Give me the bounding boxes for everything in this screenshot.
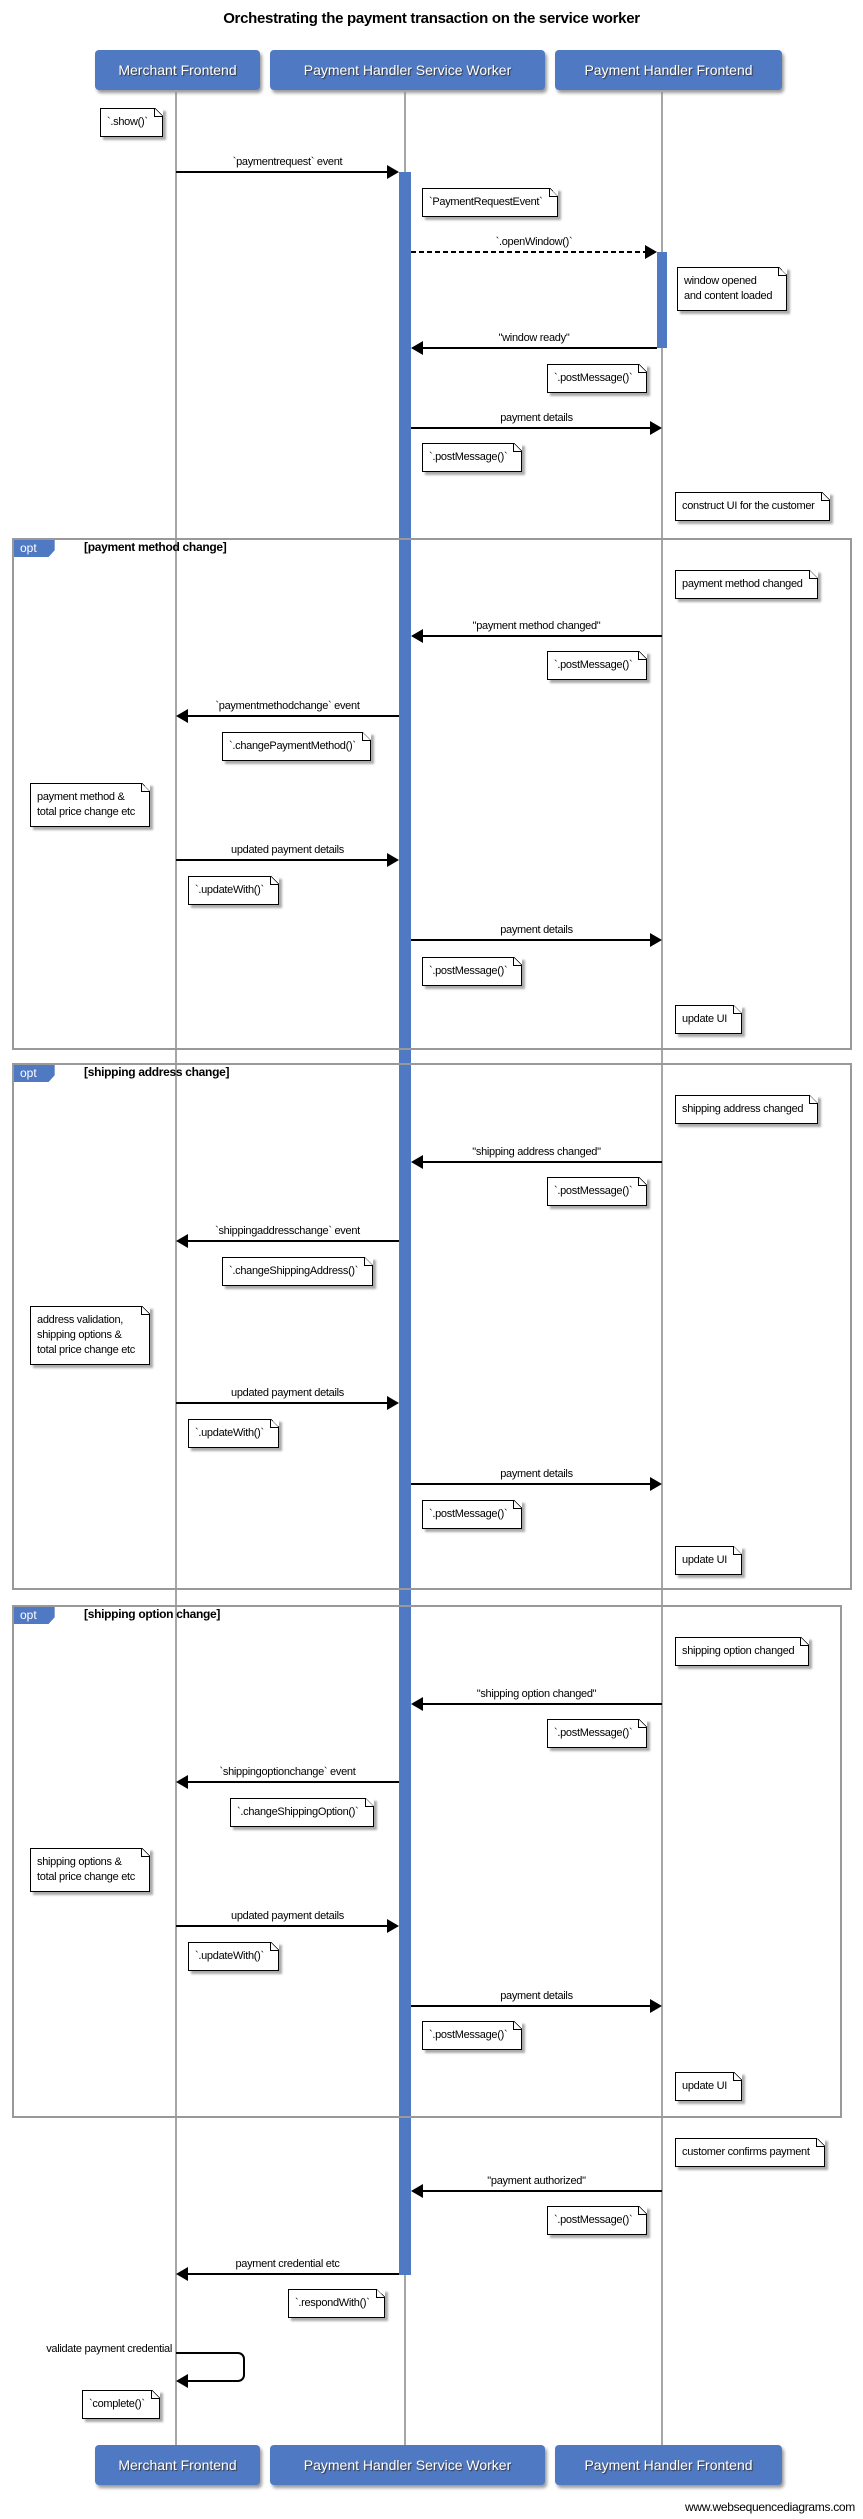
participant-merchant-frontend-bottom: Merchant Frontend [95, 2445, 260, 2485]
diagram-title: Orchestrating the payment transaction on… [223, 10, 640, 27]
message-label: updated payment details [231, 1387, 344, 1399]
note: `.postMessage()` [422, 957, 523, 986]
note: shipping options & total price change et… [30, 1848, 150, 1892]
note: address validation, shipping options & t… [30, 1306, 150, 1365]
self-message-line [176, 2352, 245, 2382]
opt-tag: opt [14, 1065, 55, 1082]
participant-service-worker-bottom: Payment Handler Service Worker [270, 2445, 545, 2485]
message-label: payment details [500, 1468, 573, 1480]
note: `PaymentRequestEvent` [422, 188, 558, 217]
participant-handler-frontend-bottom: Payment Handler Frontend [555, 2445, 782, 2485]
arrowhead [387, 1396, 399, 1410]
note: window opened and content loaded [677, 267, 788, 311]
note: `.postMessage()` [422, 443, 523, 472]
arrowhead [176, 2374, 188, 2388]
opt-fragment: opt [shipping option change] [12, 1605, 842, 2118]
message-label: updated payment details [231, 1910, 344, 1922]
arrowhead [176, 709, 188, 723]
participant-merchant-frontend-top: Merchant Frontend [95, 50, 260, 90]
message-label: `shippingaddresschange` event [215, 1225, 360, 1237]
arrowhead [387, 165, 399, 179]
note: `.postMessage()` [422, 1500, 523, 1529]
message-label: payment details [500, 924, 573, 936]
arrowhead [411, 1697, 423, 1711]
message-label: "payment authorized" [487, 2175, 586, 2187]
arrowhead [387, 1919, 399, 1933]
note: `.updateWith()` [188, 1419, 279, 1448]
message-label: "window ready" [498, 332, 570, 344]
note: `.updateWith()` [188, 876, 279, 905]
arrowhead [645, 245, 657, 259]
message-label: payment details [500, 412, 573, 424]
arrowhead [650, 421, 662, 435]
activation-bar-service-worker [399, 172, 411, 2275]
opt-condition: [payment method change] [84, 540, 227, 554]
message-label: updated payment details [231, 844, 344, 856]
message-label: `.openWindow()` [495, 236, 573, 248]
note: update UI [675, 2072, 743, 2101]
note: `.postMessage()` [547, 2206, 648, 2235]
note: `.changeShippingOption()` [230, 1798, 374, 1827]
note: `.changeShippingAddress()` [222, 1257, 374, 1286]
participant-handler-frontend-top: Payment Handler Frontend [555, 50, 782, 90]
message-label: payment credential etc [235, 2258, 340, 2270]
note: `.show()` [100, 108, 163, 137]
message-label: "shipping option changed" [476, 1688, 597, 1700]
note: `.postMessage()` [547, 1719, 648, 1748]
note: shipping address changed [675, 1095, 819, 1124]
message-label: "payment method changed" [472, 620, 601, 632]
message-label: "shipping address changed" [472, 1146, 601, 1158]
arrowhead [650, 1477, 662, 1491]
note: `complete()` [82, 2390, 160, 2419]
note: `.changePaymentMethod()` [222, 732, 371, 761]
arrowhead [176, 2267, 188, 2281]
opt-fragment: opt [payment method change] [12, 538, 852, 1050]
opt-tag: opt [14, 1607, 55, 1624]
opt-fragment: opt [shipping address change] [12, 1063, 852, 1590]
opt-condition: [shipping address change] [84, 1065, 230, 1079]
footer-watermark: www.websequencediagrams.com [685, 2500, 855, 2514]
activation-bar-handler-frontend [657, 252, 667, 348]
note: update UI [675, 1546, 743, 1575]
note: payment method changed [675, 570, 818, 599]
arrowhead [411, 341, 423, 355]
arrowhead [411, 629, 423, 643]
opt-tag: opt [14, 540, 55, 557]
opt-condition: [shipping option change] [84, 1607, 221, 1621]
participant-service-worker-top: Payment Handler Service Worker [270, 50, 545, 90]
note: `.postMessage()` [547, 1177, 648, 1206]
arrowhead [176, 1234, 188, 1248]
note: `.postMessage()` [547, 651, 648, 680]
arrowhead [176, 1775, 188, 1789]
note: `.postMessage()` [547, 364, 648, 393]
arrowhead [411, 2184, 423, 2198]
note: update UI [675, 1005, 743, 1034]
note: construct UI for the customer [675, 492, 830, 521]
message-label: `shippingoptionchange` event [219, 1766, 356, 1778]
note: `.postMessage()` [422, 2021, 523, 2050]
message-label: `paymentmethodchange` event [215, 700, 360, 712]
note: `.respondWith()` [288, 2289, 385, 2318]
note: customer confirms payment [675, 2138, 825, 2167]
message-label: `paymentrequest` event [232, 156, 343, 168]
note: payment method & total price change etc [30, 783, 150, 827]
arrowhead [650, 933, 662, 947]
arrowhead [650, 1999, 662, 2013]
note: `.updateWith()` [188, 1942, 279, 1971]
self-message-label: validate payment credential [46, 2343, 172, 2355]
note: shipping option changed [675, 1637, 810, 1666]
message-label: payment details [500, 1990, 573, 2002]
arrowhead [387, 853, 399, 867]
arrowhead [411, 1155, 423, 1169]
